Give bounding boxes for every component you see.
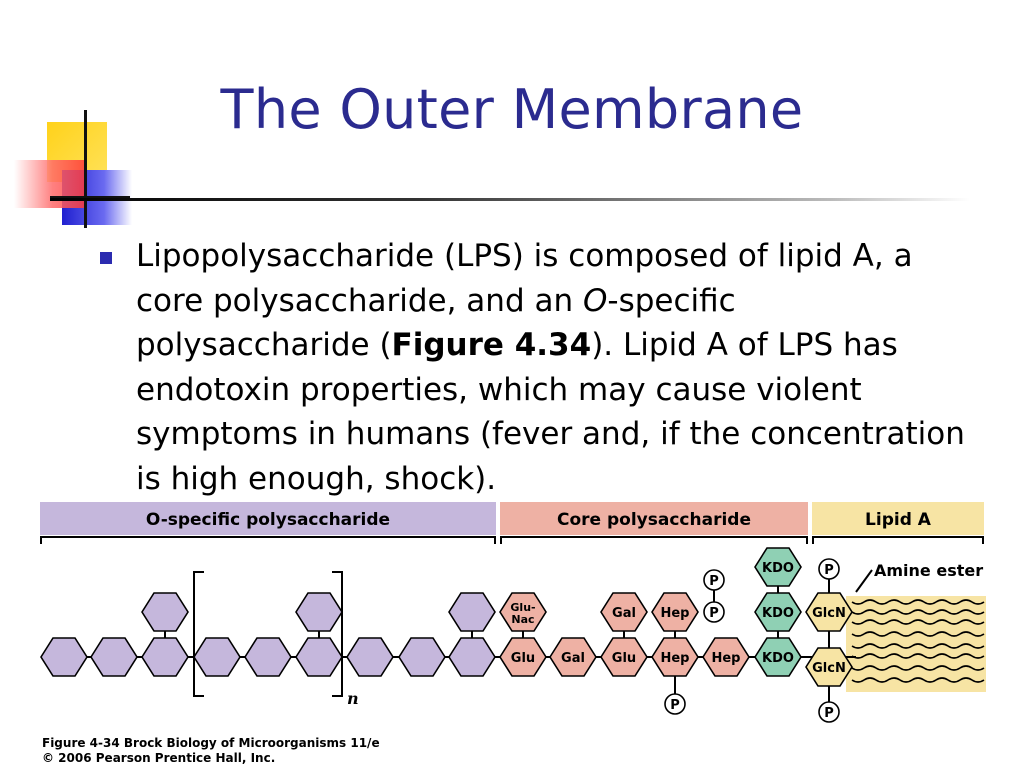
core-heptose: Hep [651, 592, 699, 632]
o-antigen-sugar [141, 637, 189, 677]
lipid-a-label: Lipid A [865, 510, 932, 530]
lipid-a-banner [812, 502, 984, 535]
o-antigen-branch-sugar [141, 592, 189, 632]
figure-reference: Figure 4.34 [391, 327, 592, 363]
kdo-sugar: KDO [754, 547, 802, 587]
o-antigen-sugar [346, 637, 394, 677]
amine-ester-pointer [855, 569, 873, 593]
o-antigen-branch-sugar [448, 592, 496, 632]
sugar-label: Hep [660, 606, 689, 621]
sugar-label: Glu [612, 651, 636, 666]
fatty-acid-chain [851, 619, 985, 625]
amine-ester-label: Amine ester [874, 561, 983, 580]
phosphate-circle: P [703, 601, 725, 623]
o-antigen-branch-sugar [295, 592, 343, 632]
bullet-text-italic: O [582, 282, 608, 319]
o-antigen-sugar [398, 637, 446, 677]
title-divider [50, 198, 970, 201]
sugar-label: Hep [711, 651, 740, 666]
o-antigen-sugar [295, 637, 343, 677]
sugar-label: KDO [762, 606, 794, 621]
core-heptose: Hep [702, 637, 750, 677]
sugar-label: KDO [762, 561, 794, 576]
core-banner [500, 502, 808, 535]
figure-caption: Figure 4-34 Brock Biology of Microorgani… [42, 736, 380, 766]
sugar-label: GlcN [812, 661, 846, 676]
core-galactose: Gal [549, 637, 597, 677]
sugar-label: Gal [612, 606, 636, 621]
glunac-sugar: Glu-Nac [499, 592, 547, 632]
phosphate-label: P [824, 706, 834, 721]
sugar-label: Nac [511, 613, 534, 626]
bullet-marker [100, 252, 112, 264]
lipid-a-bracket [812, 536, 984, 544]
fatty-acid-chain [851, 665, 985, 671]
o-antigen-sugar [40, 637, 88, 677]
o-antigen-sugar [244, 637, 292, 677]
o-antigen-sugar [193, 637, 241, 677]
sugar-label: Hep [660, 651, 689, 666]
sugar-label: KDO [762, 651, 794, 666]
core-heptose: Hep [651, 637, 699, 677]
sugar-label: GlcN [812, 606, 846, 621]
phosphate-circle: P [664, 693, 686, 715]
bullet-text: Lipopolysaccharide (LPS) is composed of … [136, 234, 976, 501]
o-specific-bracket [40, 536, 496, 544]
fatty-acid-chain [851, 599, 985, 605]
sugar-label: Glu [511, 651, 535, 666]
phosphate-circle: P [818, 701, 840, 723]
phosphate-circle: P [818, 558, 840, 580]
phosphate-circle: P [703, 569, 725, 591]
kdo-sugar: KDO [754, 637, 802, 677]
repeat-count-label: n [347, 689, 359, 708]
o-specific-banner [40, 502, 496, 535]
lps-structure-diagram: O-specific polysaccharide Core polysacch… [40, 502, 986, 723]
fatty-acid-chains [851, 599, 985, 683]
core-galactose: Gal [600, 592, 648, 632]
glucosamine-sugar: GlcN [805, 592, 853, 632]
bullet-text-part: ). Lipid A of LPS has endotoxin properti… [136, 327, 965, 497]
phosphate-label: P [709, 574, 719, 589]
sugar-label: Glu- [510, 601, 535, 614]
glucosamine-sugar: GlcN [805, 647, 853, 687]
core-bracket [500, 536, 808, 544]
core-label: Core polysaccharide [557, 510, 751, 530]
fatty-acid-chain [851, 631, 985, 637]
slide-title: The Outer Membrane [220, 78, 804, 141]
o-antigen-sugar [90, 637, 138, 677]
repeat-bracket-right [332, 571, 343, 697]
phosphate-label: P [824, 563, 834, 578]
fatty-acid-chain [851, 609, 985, 615]
o-antigen-sugar [448, 637, 496, 677]
caption-line-1: Figure 4-34 Brock Biology of Microorgani… [42, 736, 380, 750]
caption-line-2: © 2006 Pearson Prentice Hall, Inc. [42, 751, 276, 765]
sugar-label: Gal [561, 651, 585, 666]
core-glucose: Glu [600, 637, 648, 677]
fatty-acid-chain [851, 653, 985, 659]
kdo-sugar: KDO [754, 592, 802, 632]
fatty-acid-chain [851, 677, 985, 683]
repeat-bracket-left [193, 571, 204, 697]
bullet-text-part: -specific polysaccharide ( [136, 282, 736, 364]
phosphate-label: P [670, 698, 680, 713]
bullet-text-part: Lipopolysaccharide (LPS) is composed of … [136, 238, 913, 319]
phosphate-label: P [709, 606, 719, 621]
core-glucose: Glu [499, 637, 547, 677]
logo-decoration [0, 100, 150, 230]
o-specific-label: O-specific polysaccharide [146, 510, 390, 530]
fatty-acid-chain [851, 643, 985, 649]
